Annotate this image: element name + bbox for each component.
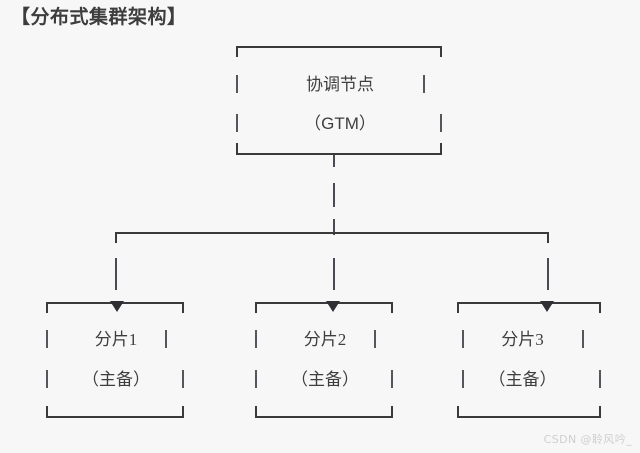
page-title: 【分布式集群架构】 <box>11 7 187 28</box>
node-shard-2[interactable]: 分片2 （主备） <box>255 301 395 418</box>
shard-2-box-left-pipe-2 <box>255 370 257 388</box>
coordinator-box-bottom-border <box>236 153 442 155</box>
watermark: CSDN @聆风吟_ <box>543 433 632 446</box>
shard-3-box-corner-top-right <box>599 302 601 313</box>
shard-2-box-bottom-border <box>255 416 393 418</box>
shard-1-inbound-arrow-icon <box>110 301 124 312</box>
shard-2-box-corner-top-right <box>391 302 393 313</box>
connector-drop-shard-2 <box>333 258 335 290</box>
shard-2-box-corner-top-left <box>255 302 257 313</box>
coordinator-label-line1: 协调节点 <box>306 75 374 94</box>
shard-2-box-corner-bottom-left <box>255 406 257 417</box>
connector-trunk-segment-3 <box>333 219 335 235</box>
shard-3-box-corner-bottom-left <box>457 406 459 417</box>
coordinator-box-right-pipe-1 <box>423 75 425 93</box>
node-coordinator[interactable]: 协调节点 （GTM） <box>236 46 444 155</box>
shard-1-box-bottom-border <box>46 416 184 418</box>
node-shard-3[interactable]: 分片3 （主备） <box>457 301 603 418</box>
connector-drop-shard-1 <box>115 258 117 290</box>
coordinator-box-corner-top-right <box>440 46 442 57</box>
connector-bus-corner-right <box>547 232 549 243</box>
shard-1-box-corner-bottom-right <box>182 406 184 417</box>
shard-1-box-right-pipe-2 <box>182 370 184 388</box>
shard-2-inbound-arrow-icon <box>326 301 340 312</box>
shard-3-inbound-arrow-icon <box>540 301 554 312</box>
coordinator-label-line2: （GTM） <box>304 114 376 133</box>
shard-2-label-line2: （主备） <box>291 370 359 389</box>
shard-3-box-right-pipe-1 <box>582 330 584 348</box>
coordinator-box-right-pipe-2 <box>440 114 442 132</box>
shard-3-label-line1: 分片3 <box>501 330 544 349</box>
shard-3-box-bottom-border <box>457 416 601 418</box>
coordinator-box-left-pipe-1 <box>236 75 238 93</box>
node-shard-1[interactable]: 分片1 （主备） <box>46 301 186 418</box>
coordinator-box-corner-bottom-right <box>440 143 442 154</box>
coordinator-box-top-border <box>236 46 442 48</box>
coordinator-box-corner-bottom-left <box>236 143 238 154</box>
shard-1-box-corner-top-right <box>182 302 184 313</box>
connector-trunk-segment-2 <box>333 183 335 207</box>
connector-drop-shard-3 <box>547 258 549 290</box>
shard-1-box-left-pipe-1 <box>46 330 48 348</box>
shard-1-box-right-pipe-1 <box>165 330 167 348</box>
shard-3-box-corner-bottom-right <box>599 406 601 417</box>
shard-3-box-left-pipe-2 <box>462 370 464 388</box>
shard-3-box-left-pipe-1 <box>462 330 464 348</box>
shard-1-label-line1: 分片1 <box>94 330 138 349</box>
coordinator-box-corner-top-left <box>236 46 238 57</box>
shard-1-box-corner-bottom-left <box>46 406 48 417</box>
coordinator-box-left-pipe-2 <box>236 114 238 132</box>
shard-3-box-corner-top-left <box>457 302 459 313</box>
shard-2-box-corner-bottom-right <box>391 406 393 417</box>
shard-3-label-line2: （主备） <box>488 370 557 389</box>
shard-2-box-right-pipe-2 <box>391 370 393 388</box>
shard-2-label-line1: 分片2 <box>303 330 347 349</box>
connector-trunk-segment-1 <box>333 155 335 167</box>
shard-1-box-corner-top-left <box>46 302 48 313</box>
connector-bus-line <box>115 232 549 234</box>
shard-1-box-left-pipe-2 <box>46 370 48 388</box>
shard-2-box-left-pipe-1 <box>255 330 257 348</box>
shard-2-box-top-border <box>255 302 393 304</box>
shard-2-box-right-pipe-1 <box>374 330 376 348</box>
shard-3-box-top-border <box>457 302 601 304</box>
shard-3-box-right-pipe-2 <box>599 370 601 388</box>
connector-bus-corner-left <box>115 232 117 243</box>
shard-1-label-line2: （主备） <box>82 370 150 389</box>
